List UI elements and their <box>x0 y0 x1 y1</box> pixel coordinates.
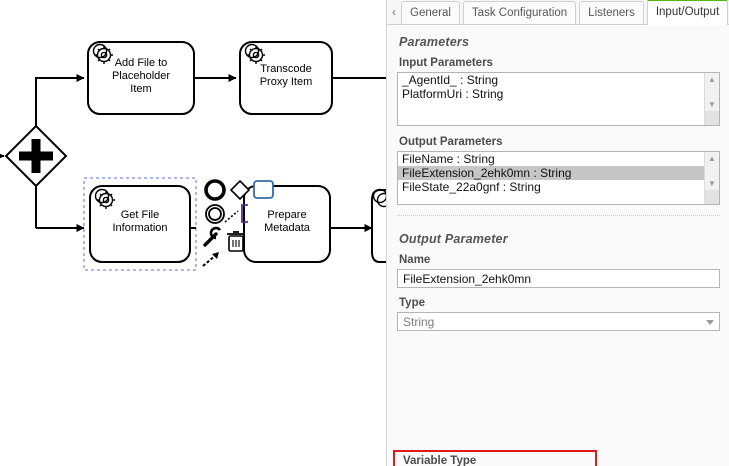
append-text-annotation-icon[interactable] <box>224 204 248 223</box>
parallel-gateway-shape <box>4 124 68 188</box>
end-event-icon[interactable] <box>204 179 226 201</box>
parameters-group-title: Parameters <box>399 35 470 49</box>
scroll-up-icon[interactable]: ▲ <box>708 154 716 163</box>
task-prepare-metadata <box>243 185 331 263</box>
output-parameters-listbox[interactable]: FileName : String FileExtension_2ehk0mn … <box>397 151 720 205</box>
type-select[interactable]: String <box>397 312 720 331</box>
scroll-down-icon[interactable]: ▼ <box>708 179 716 188</box>
connect-icon[interactable] <box>202 252 219 267</box>
list-item[interactable]: _AgentId_ : String <box>402 73 499 87</box>
trash-icon[interactable] <box>227 231 245 252</box>
scroll-up-icon[interactable]: ▲ <box>708 75 716 84</box>
variable-type-label: Variable Type <box>403 455 477 466</box>
section-divider <box>397 215 720 216</box>
list-item[interactable]: FileName : String <box>402 152 495 166</box>
scroll-down-icon[interactable]: ▼ <box>708 100 716 109</box>
selection-outline <box>83 177 197 271</box>
task-icon[interactable] <box>253 180 274 199</box>
output-parameter-group-title: Output Parameter <box>399 232 508 246</box>
gear-icon <box>94 188 115 209</box>
gear-icon <box>372 188 386 208</box>
type-label: Type <box>399 297 425 309</box>
name-input[interactable]: FileExtension_2ehk0mn <box>397 269 720 288</box>
list-item[interactable]: PlatformUri : String <box>402 87 504 101</box>
input-parameters-scrollbar[interactable]: ▲ ▼ <box>704 73 719 125</box>
task-get-file-information <box>89 185 191 263</box>
input-parameters-label: Input Parameters <box>399 57 493 69</box>
panel-body: Parameters Input Parameters _AgentId_ : … <box>387 35 729 466</box>
bpmn-diagram <box>0 41 386 271</box>
properties-panel: ‹ General Task Configuration Listeners I… <box>386 0 729 466</box>
tab-general[interactable]: General <box>401 1 460 24</box>
name-label: Name <box>399 254 431 266</box>
type-select-value: String <box>403 315 435 329</box>
tab-task-configuration[interactable]: Task Configuration <box>462 1 577 24</box>
input-parameters-listbox[interactable]: _AgentId_ : String PlatformUri : String … <box>397 72 720 126</box>
variable-type-section: Variable Type Workflow Output Parameter … <box>387 435 729 466</box>
intermediate-event-icon[interactable] <box>205 204 225 224</box>
output-parameters-scrollbar[interactable]: ▲ ▼ <box>704 152 719 204</box>
wrench-icon[interactable] <box>203 226 222 247</box>
scroll-corner <box>705 111 719 125</box>
chevron-down-icon[interactable] <box>706 320 714 325</box>
gateway-icon[interactable] <box>229 179 251 201</box>
output-parameters-label: Output Parameters <box>399 136 503 148</box>
list-item[interactable]: FileState_22a0gnf : String <box>402 180 541 194</box>
tab-input-output[interactable]: Input/Output <box>646 0 729 25</box>
gear-icon <box>92 43 113 64</box>
tab-listeners[interactable]: Listeners <box>579 1 644 24</box>
output-parameter-group: Output Parameter Name FileExtension_2ehk… <box>387 216 729 331</box>
tabs-scroll-left-icon[interactable]: ‹ <box>392 5 396 19</box>
gear-icon <box>244 43 265 64</box>
parameters-group: Parameters Input Parameters _AgentId_ : … <box>387 35 729 205</box>
scroll-corner <box>705 190 719 204</box>
list-item-selected[interactable]: FileExtension_2ehk0mn : String <box>398 166 704 180</box>
tab-bar: ‹ General Task Configuration Listeners I… <box>387 0 729 25</box>
